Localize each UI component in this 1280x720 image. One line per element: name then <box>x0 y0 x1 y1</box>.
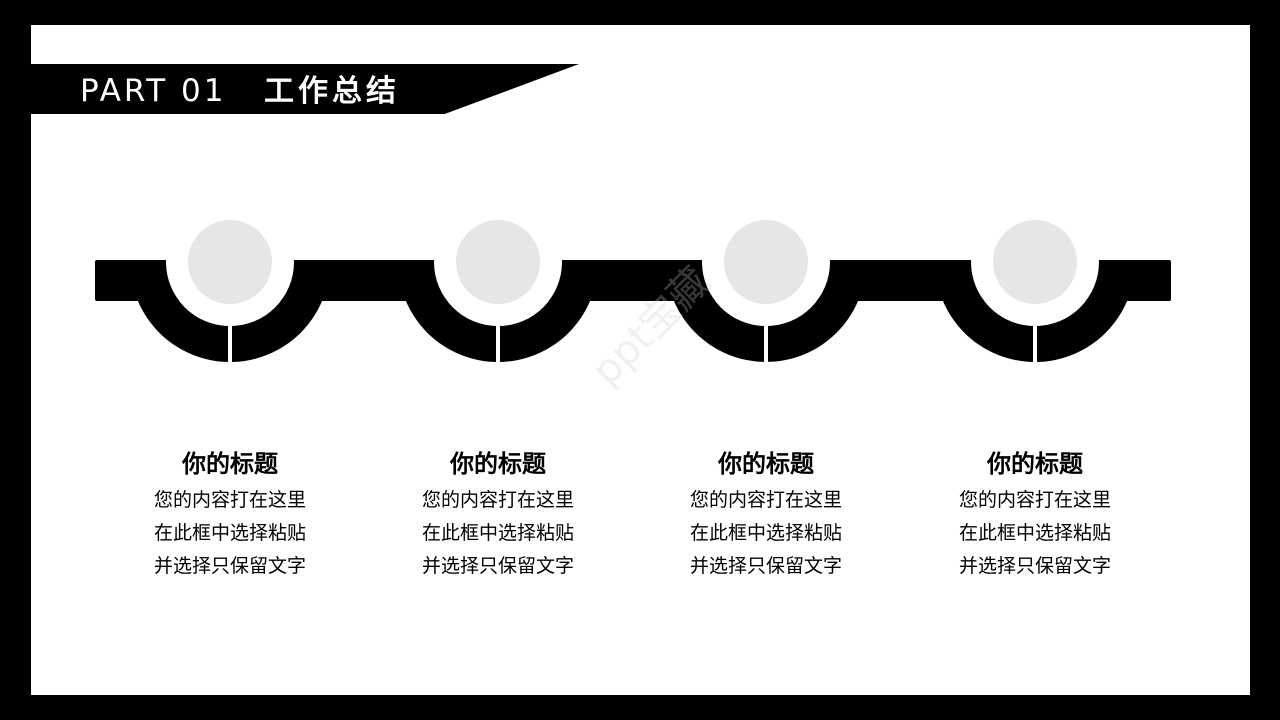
column-text-line: 您的内容打在这里 <box>153 489 306 511</box>
column-text-line: 并选择只保留文字 <box>689 555 842 577</box>
column-1: 你的标题 您的内容打在这里 在此框中选择粘贴 并选择只保留文字 <box>110 444 350 583</box>
circle-1 <box>188 220 272 304</box>
column-text-line: 并选择只保留文字 <box>153 555 306 577</box>
column-title: 你的标题 <box>450 450 546 478</box>
column-text-line: 并选择只保留文字 <box>958 555 1111 577</box>
column-text-line: 您的内容打在这里 <box>958 489 1111 511</box>
column-title: 你的标题 <box>182 450 278 478</box>
page-title: 工作总结 <box>264 74 400 109</box>
column-text-line: 并选择只保留文字 <box>421 555 574 577</box>
column-title: 你的标题 <box>718 450 814 478</box>
part-label: PART 01 <box>80 73 227 109</box>
circle-3 <box>724 220 808 304</box>
circle-2 <box>456 220 540 304</box>
slide-canvas: PART 01 工作总结 <box>31 25 1250 695</box>
column-text-line: 在此框中选择粘贴 <box>153 522 306 544</box>
column-title: 你的标题 <box>987 450 1083 478</box>
column-text-line: 您的内容打在这里 <box>689 489 842 511</box>
column-text-line: 在此框中选择粘贴 <box>421 522 574 544</box>
column-text-line: 在此框中选择粘贴 <box>958 522 1111 544</box>
timeline-graphic <box>95 198 1171 362</box>
timeline-bar <box>95 260 1171 301</box>
column-text-line: 在此框中选择粘贴 <box>689 522 842 544</box>
column-3: 你的标题 您的内容打在这里 在此框中选择粘贴 并选择只保留文字 <box>646 444 886 583</box>
column-4: 你的标题 您的内容打在这里 在此框中选择粘贴 并选择只保留文字 <box>915 444 1155 583</box>
column-2: 你的标题 您的内容打在这里 在此框中选择粘贴 并选择只保留文字 <box>378 444 618 583</box>
half-ring-1 <box>130 262 330 362</box>
half-ring-2 <box>398 262 598 362</box>
half-ring-4 <box>935 262 1135 362</box>
circle-4 <box>993 220 1077 304</box>
column-text-line: 您的内容打在这里 <box>421 489 574 511</box>
half-ring-3 <box>666 262 866 362</box>
